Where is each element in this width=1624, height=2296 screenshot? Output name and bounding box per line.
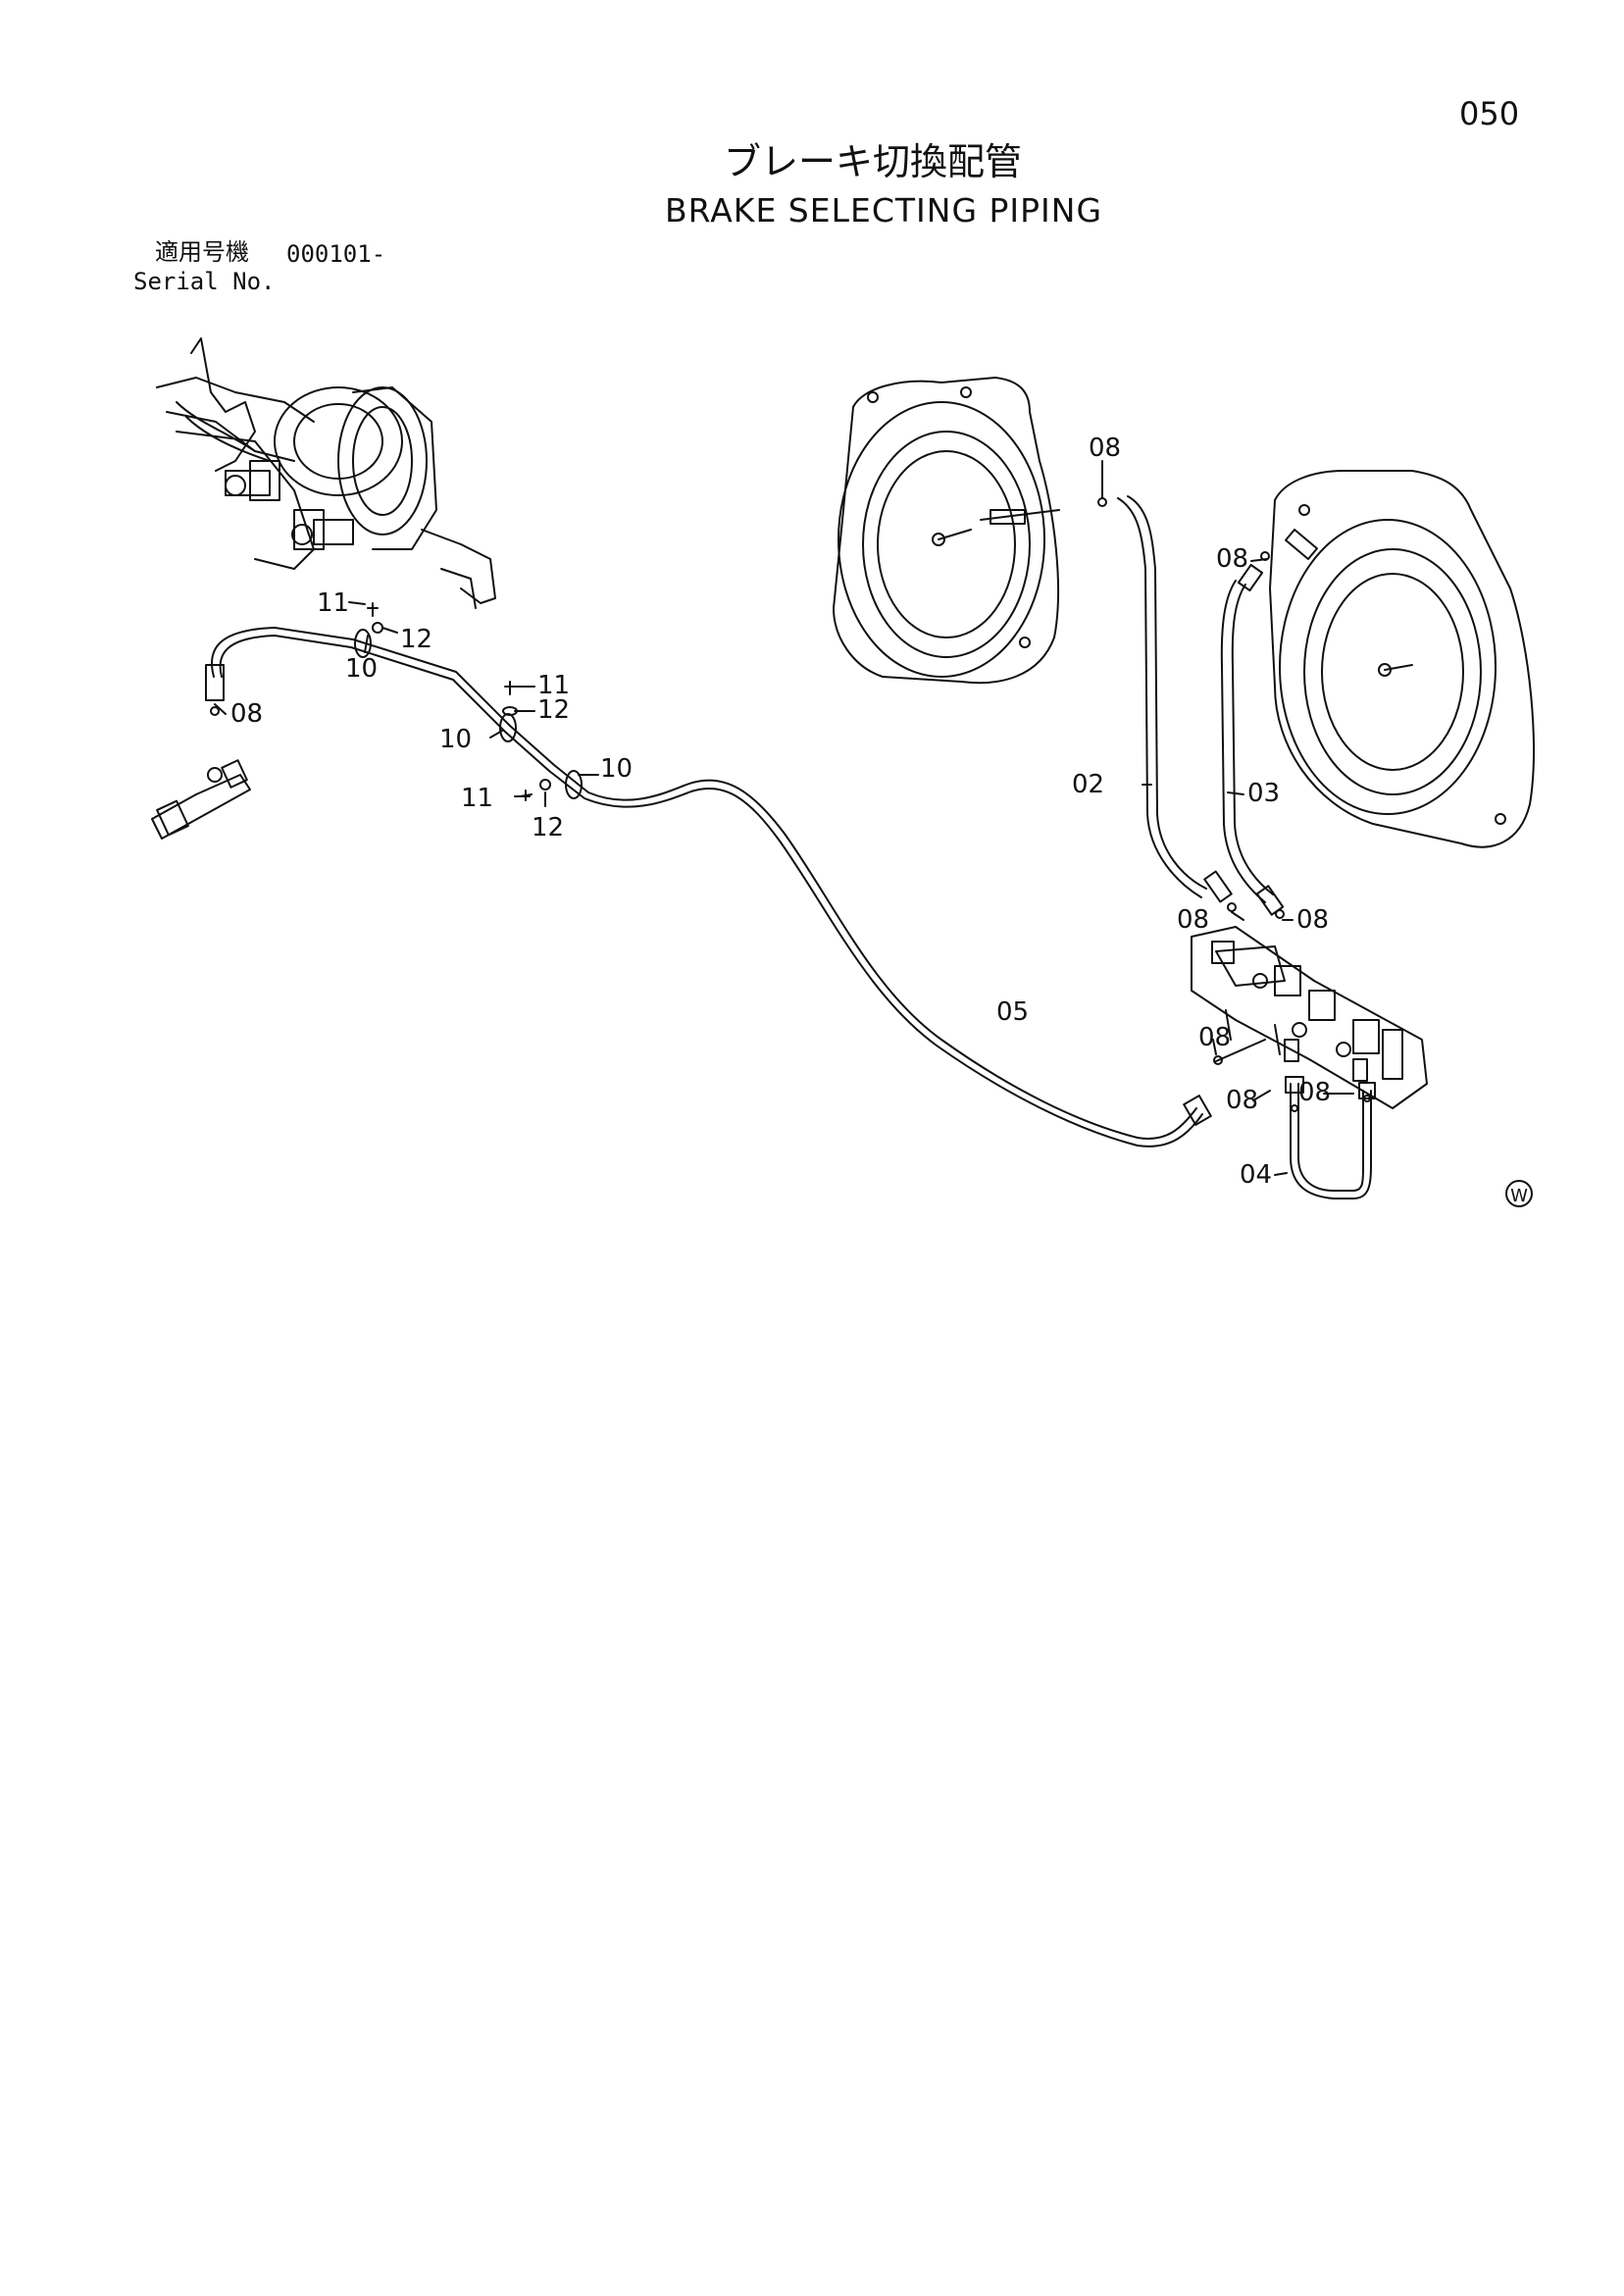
callout-08: 08 [1296,905,1329,935]
callout-08: 08 [1216,544,1248,574]
callout-04: 04 [1240,1160,1272,1190]
callout-10: 10 [345,654,378,684]
callout-12: 12 [537,695,570,725]
serial-label-japanese: 適用号機 [155,238,249,266]
callout-08: 08 [1298,1078,1331,1107]
callout-labels: 11 12 10 08 11 12 10 10 11 12 08 08 02 0… [230,434,1331,1190]
mark-letter: W [1510,1186,1528,1206]
callout-12: 12 [400,625,432,654]
callout-08: 08 [230,699,263,729]
callout-02: 02 [1072,770,1104,799]
callout-10: 10 [439,725,472,754]
brake-unit-upper [833,377,1060,685]
hose-02 [1117,497,1202,898]
circled-w-mark: W [1505,1180,1533,1207]
hose-05 [211,627,1197,1140]
title-japanese: ブレーキ切換配管 [724,140,1023,183]
callout-10: 10 [600,754,633,784]
callout-11: 11 [537,671,570,700]
machine-overview-drawing [156,337,496,609]
brake-unit-lower [1269,470,1535,848]
left-valve-block [151,759,251,840]
serial-label-english: Serial No. [133,268,276,295]
callout-08: 08 [1198,1023,1231,1052]
right-valve-block [1191,926,1428,1109]
hose-04 [1290,1083,1372,1199]
callout-08: 08 [1226,1086,1258,1115]
title-english: BRAKE SELECTING PIPING [665,191,1103,230]
callout-11: 11 [461,784,493,813]
callout-08: 08 [1177,905,1209,935]
callout-05: 05 [996,997,1029,1027]
callout-11: 11 [317,588,349,618]
callout-12: 12 [532,813,564,842]
serial-value: 000101- [286,240,386,268]
page-number: 050 [1459,95,1520,132]
hose-03 [1220,580,1266,903]
callout-03: 03 [1247,779,1280,808]
callout-08: 08 [1089,434,1121,463]
